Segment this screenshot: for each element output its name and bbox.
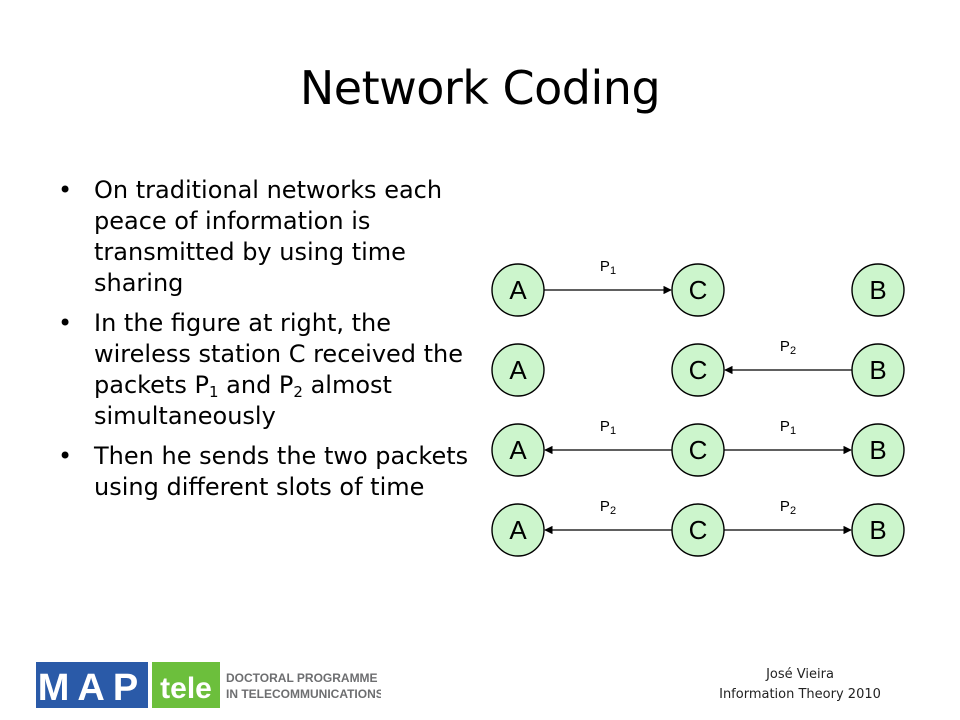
node-c (671, 343, 725, 397)
node-b (851, 503, 905, 557)
bullet-text: On traditional networks each peace of in… (94, 176, 443, 297)
logo-line-2: IN TELECOMMUNICATIONS (226, 687, 381, 701)
bullet-text-prefix: In the figure at right, the wireless sta… (94, 309, 464, 399)
bullet-subscript: 1 (208, 383, 219, 401)
node-a (491, 503, 545, 557)
node-c (671, 503, 725, 557)
node-label-b: B (869, 515, 886, 545)
logo-tele-text: tele (160, 672, 212, 705)
node-b (851, 263, 905, 317)
node-label-c: C (689, 275, 708, 305)
logo-line-1: DOCTORAL PROGRAMME (226, 671, 378, 685)
bullet-item: • On traditional networks each peace of … (52, 175, 472, 299)
node-b (851, 343, 905, 397)
logo-map-text: MAP (38, 667, 146, 709)
packet-label: P1 (780, 418, 796, 437)
footer-course: Information Theory 2010 (719, 687, 881, 702)
bullet-text-suffix: almost simultaneously (94, 371, 392, 430)
packet-label-text: P2 (600, 498, 616, 517)
packet-label-text: P1 (600, 258, 616, 277)
slide-title: Network Coding (299, 61, 661, 115)
logo-tele-block (152, 662, 220, 708)
node-label-c: C (689, 355, 708, 385)
node-a (491, 343, 545, 397)
map-tele-logo: MAP tele DOCTORAL PROGRAMME IN TELECOMMU… (36, 662, 381, 709)
node-label-a: A (509, 435, 527, 465)
node-label-c: C (689, 435, 708, 465)
packet-label: P2 (600, 498, 616, 517)
footer-author: José Vieira (766, 667, 834, 682)
node-label-b: B (869, 355, 886, 385)
bullet-dot-icon: • (58, 176, 73, 204)
node-label-a: A (509, 515, 527, 545)
node-label-a: A (509, 275, 527, 305)
bullet-list: • On traditional networks each peace of … (52, 175, 472, 512)
bullet-text-middle: and P (218, 371, 294, 399)
packet-label-text: P2 (780, 498, 796, 517)
bullet-dot-icon: • (58, 442, 73, 470)
packet-label: P2 (780, 338, 796, 357)
node-label-b: B (869, 435, 886, 465)
packet-label: P2 (780, 498, 796, 517)
node-c (671, 263, 725, 317)
node-label-c: C (689, 515, 708, 545)
bullet-subscript: 2 (293, 383, 303, 401)
logo-map-block (36, 662, 148, 708)
bullet-item: • Then he sends the two packets using di… (52, 441, 472, 503)
packet-label: P1 (600, 258, 616, 277)
node-label-a: A (509, 355, 527, 385)
node-a (491, 263, 545, 317)
node-c (671, 423, 725, 477)
footer-credit: José Vieira Information Theory 2010 (690, 665, 910, 705)
packet-label-text: P1 (600, 418, 616, 437)
node-a (491, 423, 545, 477)
node-label-b: B (869, 275, 886, 305)
bullet-item: • In the figure at right, the wireless s… (52, 308, 472, 432)
bullet-dot-icon: • (58, 309, 73, 337)
bullet-text: Then he sends the two packets using diff… (94, 442, 469, 501)
packet-label-text: P1 (780, 418, 796, 437)
packet-label: P1 (600, 418, 616, 437)
node-b (851, 423, 905, 477)
packet-label-text: P2 (780, 338, 796, 357)
